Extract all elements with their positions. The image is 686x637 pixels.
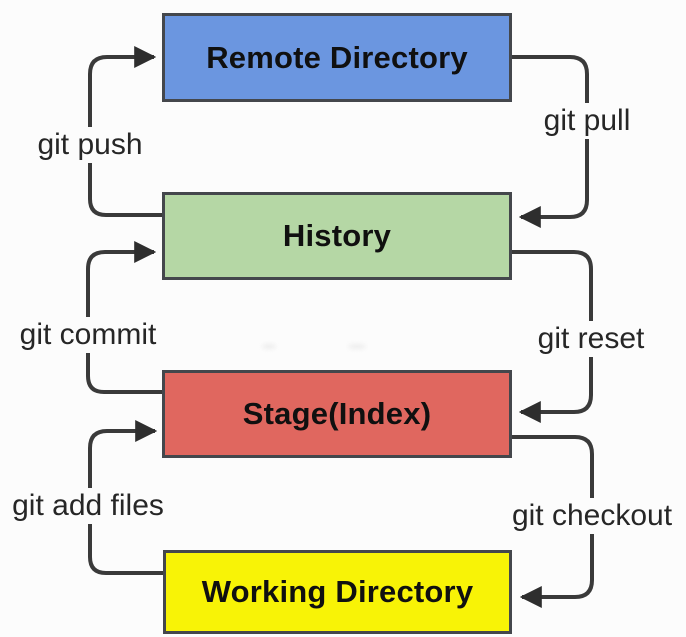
node-working-directory: Working Directory <box>163 550 512 634</box>
edge-label-git-add-files: git add files <box>5 488 171 524</box>
node-stage-index-label: Stage(Index) <box>242 396 432 431</box>
edge-label-git-push: git push <box>30 127 150 163</box>
compression-artifact <box>348 344 366 349</box>
compression-artifact <box>262 344 276 349</box>
edge-label-git-commit: git commit <box>12 317 164 353</box>
node-working-directory-label: Working Directory <box>201 574 474 609</box>
edge-label-git-pull: git pull <box>536 103 638 139</box>
node-history: History <box>162 192 512 280</box>
node-history-label: History <box>282 218 392 253</box>
node-remote-directory: Remote Directory <box>162 13 512 102</box>
edge-label-git-reset: git reset <box>530 321 652 357</box>
node-stage-index: Stage(Index) <box>162 370 512 458</box>
edge-label-git-checkout: git checkout <box>504 498 680 534</box>
node-remote-directory-label: Remote Directory <box>206 39 468 75</box>
